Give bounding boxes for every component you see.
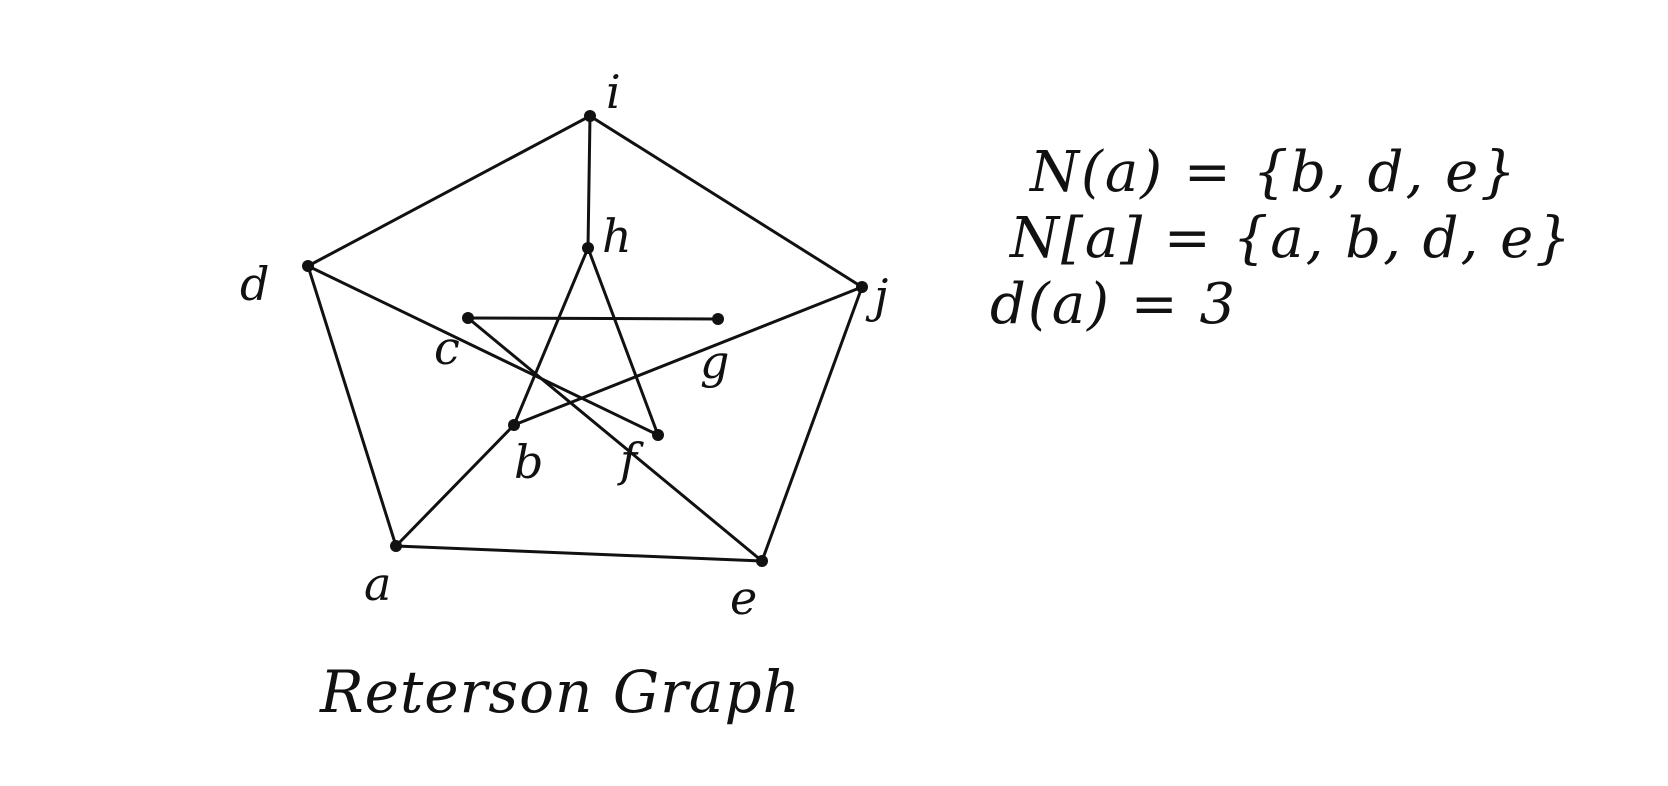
neighborhood-notes: N(a) = {b, d, e} N[a] = {a, b, d, e} d(a… <box>990 140 1630 338</box>
vertex-label-i: i <box>606 65 621 119</box>
edge-a-e <box>394 544 764 563</box>
edge-i-d <box>306 114 592 268</box>
vertex-label-g: g <box>700 335 729 389</box>
nodes-layer <box>302 110 868 567</box>
edge-h-f <box>586 246 660 437</box>
edge-h-b <box>512 246 590 427</box>
edge-i-h <box>586 114 592 250</box>
vertex-label-a: a <box>364 557 391 611</box>
edge-d-a <box>306 264 398 548</box>
open-neighborhood-note: N(a) = {b, d, e} <box>1030 140 1518 205</box>
graph-caption: Reterson Graph <box>319 658 801 726</box>
vertex-f <box>652 429 664 441</box>
vertex-label-e: e <box>730 571 757 625</box>
edge-e-c <box>466 316 764 563</box>
edge-j-e <box>760 285 864 563</box>
edge-a-b <box>394 423 516 548</box>
vertex-d <box>302 260 314 272</box>
vertex-j <box>856 281 868 293</box>
vertex-label-d: d <box>240 257 269 311</box>
vertex-i <box>584 110 596 122</box>
vertex-a <box>390 540 402 552</box>
vertex-label-c: c <box>434 321 460 375</box>
vertex-c <box>462 312 474 324</box>
edge-c-g <box>466 316 720 321</box>
edge-j-b <box>512 285 864 427</box>
vertex-label-j: j <box>865 269 888 323</box>
vertex-label-h: h <box>602 209 632 263</box>
vertex-e <box>756 555 768 567</box>
edges-layer <box>306 114 864 563</box>
vertex-g <box>712 313 724 325</box>
edge-d-f <box>306 264 660 437</box>
vertex-h <box>582 242 594 254</box>
vertex-b <box>508 419 520 431</box>
degree-note: d(a) = 3 <box>990 272 1238 337</box>
vertex-label-b: b <box>514 435 543 489</box>
edge-i-j <box>588 114 864 289</box>
closed-neighborhood-note: N[a] = {a, b, d, e} <box>1010 206 1573 271</box>
